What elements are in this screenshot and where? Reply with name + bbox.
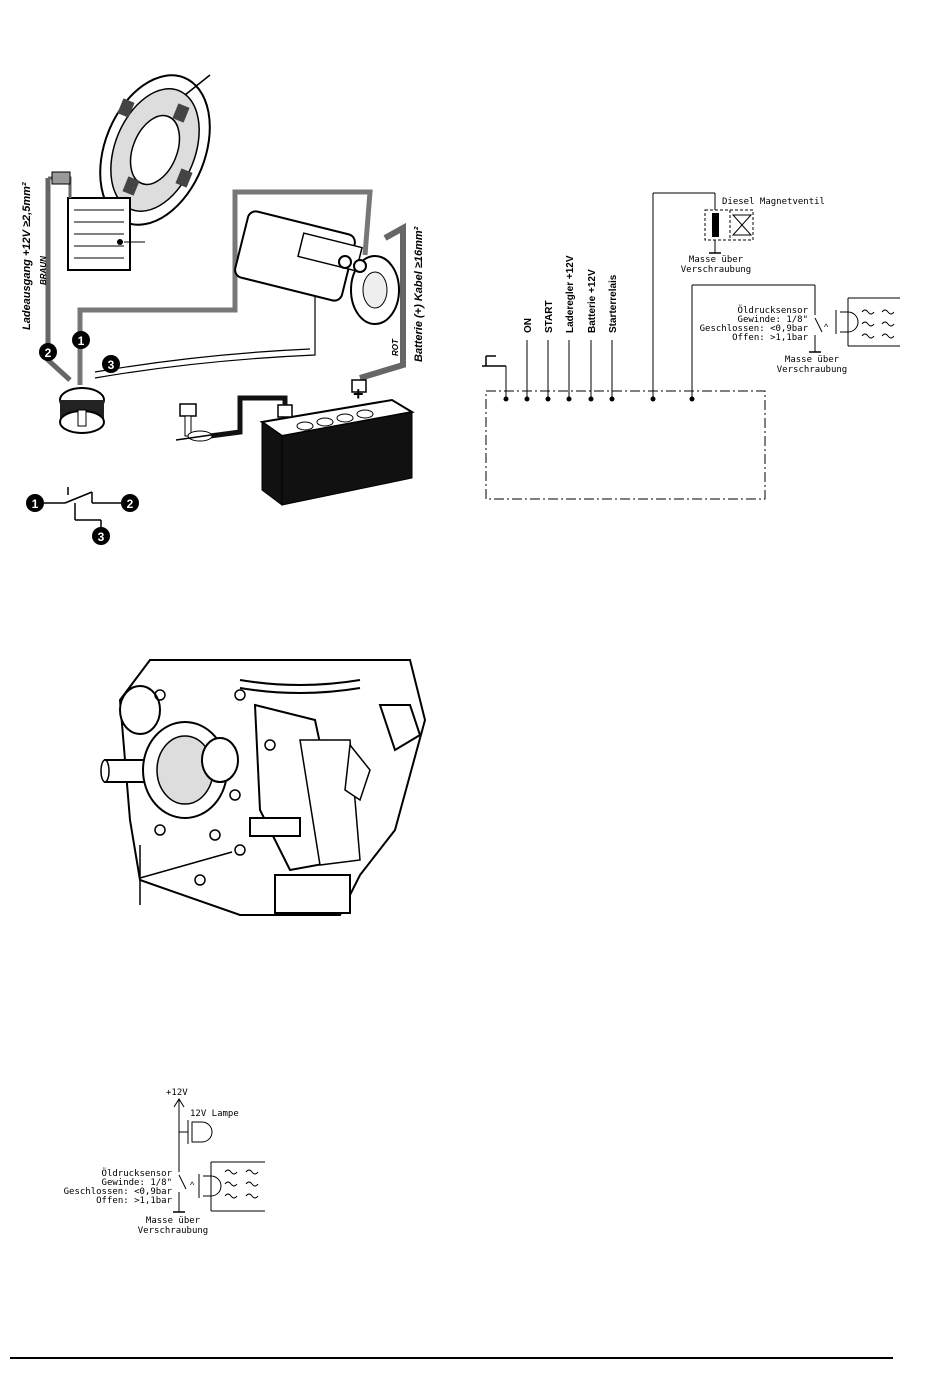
battery-plus-label: + xyxy=(353,384,364,404)
terminal-on: ON xyxy=(523,318,534,333)
stator-drawing xyxy=(99,74,211,226)
lamp-sensor-caret: ^ xyxy=(190,1180,195,1190)
lamp-ground-2: Verschraubung xyxy=(138,1226,208,1236)
battery-minus-label: - xyxy=(281,415,286,431)
braun-label: BRAUN xyxy=(39,256,48,285)
valve-ground-1: Masse über xyxy=(689,255,744,265)
switch-marker-3: 3 xyxy=(98,530,105,544)
battery-cable-label: Batterie (+) Kabel ≥16mm² xyxy=(413,226,425,362)
rot-label: ROT xyxy=(391,338,400,356)
sensor-caret: ^ xyxy=(824,322,829,332)
terminal-starterrelais: Starterrelais xyxy=(608,274,619,333)
lamp-sensor-line-2: Gewinde: 1/8" xyxy=(102,1178,172,1188)
lamp-oil-sensor-symbol xyxy=(198,1161,265,1212)
switch-symbol: 1 2 3 xyxy=(26,487,139,545)
marker-2: 2 xyxy=(45,346,52,360)
sensor-ground-1: Masse über xyxy=(785,355,840,365)
terminal-laderegler: Laderegler +12V xyxy=(565,255,576,333)
regulator-drawing xyxy=(67,197,145,271)
terminal-batterie: Batterie +12V xyxy=(587,269,598,333)
lamp-sensor-line-4: Offen: >1,1bar xyxy=(96,1196,172,1206)
sensor-line-2: Gewinde: 1/8" xyxy=(738,315,808,325)
engine-drawing xyxy=(100,659,427,916)
lamp-label: 12V Lampe xyxy=(190,1109,239,1119)
sensor-line-1: Öldrucksensor xyxy=(738,305,809,316)
terminal-start: START xyxy=(544,300,555,333)
starter-motor-drawing xyxy=(234,210,400,325)
lamp-sensor-line-1: Öldrucksensor xyxy=(102,1168,173,1179)
wiring-illustration: + - Batterie Ladeausgang +12V ≥2,5mm² BR… xyxy=(21,74,425,506)
control-box xyxy=(485,390,766,500)
battery-drawing xyxy=(259,379,415,506)
charge-output-label: Ladeausgang +12V ≥2,5mm² xyxy=(21,182,33,330)
sensor-line-3: Geschlossen: <0,9bar xyxy=(700,324,809,334)
supply-label: +12V xyxy=(166,1088,188,1098)
lamp-symbol xyxy=(187,1120,213,1144)
lamp-circuit: +12V 12V Lampe ^ Öldrucksensor Gewinde: … xyxy=(64,1088,265,1236)
oil-pressure-sensor-symbol xyxy=(835,297,900,347)
lamp-sensor-line-3: Geschlossen: <0,9bar xyxy=(64,1187,173,1197)
valve-ground-2: Verschraubung xyxy=(681,265,751,275)
switch-marker-2: 2 xyxy=(127,497,134,511)
lamp-ground-1: Masse über xyxy=(146,1216,201,1226)
valve-label: Diesel Magnetventil xyxy=(722,197,825,207)
solenoid-valve-symbol xyxy=(704,209,754,254)
control-schematic: ON START Laderegler +12V Batterie +12V S… xyxy=(482,192,900,500)
marker-1: 1 xyxy=(78,334,85,348)
ignition-switch-drawing xyxy=(59,387,105,434)
sensor-line-4: Offen: >1,1bar xyxy=(732,333,808,343)
switch-marker-1: 1 xyxy=(32,497,39,511)
sensor-ground-2: Verschraubung xyxy=(777,365,847,375)
ground-bolt-drawing xyxy=(175,403,219,442)
marker-3: 3 xyxy=(108,358,115,372)
